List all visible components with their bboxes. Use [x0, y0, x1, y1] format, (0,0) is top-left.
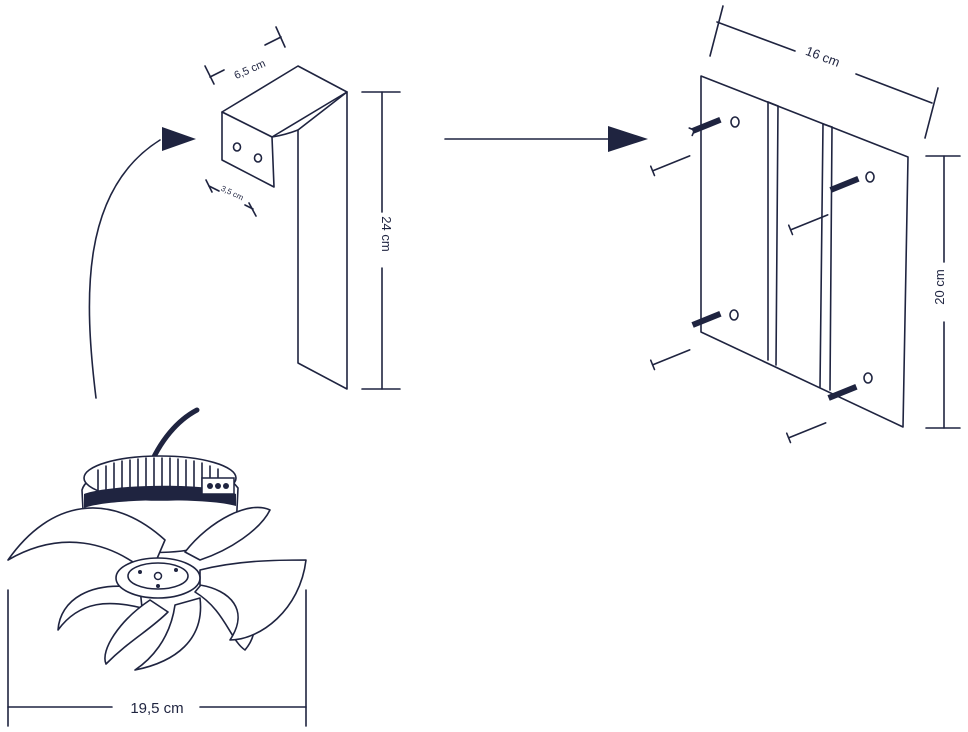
wall-plug — [691, 310, 722, 328]
dim-plate-height-label: 20 cm — [932, 269, 947, 304]
fan-blade — [57, 585, 143, 631]
fan-blade — [7, 507, 166, 576]
plate-hole — [730, 116, 740, 128]
straight-arrow — [444, 126, 648, 152]
fan-connector — [201, 477, 235, 495]
fan-blade — [184, 506, 271, 561]
screw — [651, 155, 691, 172]
curved-arrow-head — [162, 127, 196, 151]
mounting-plate: 16 cm 20 cm — [649, 5, 961, 444]
straight-arrow-head — [608, 126, 648, 152]
dim-bracket-top: 6,5 cm — [204, 26, 286, 85]
plate-hole — [865, 171, 875, 183]
screw-set — [649, 116, 722, 177]
screw-set — [787, 175, 860, 236]
fan-blades — [7, 506, 307, 671]
dim-bracket-height-label: 24 cm — [379, 216, 394, 251]
dim-bracket-top-label: 6,5 cm — [232, 58, 267, 82]
screw — [787, 422, 827, 439]
screw-set — [785, 383, 858, 444]
wall-plug — [827, 383, 858, 401]
bracket: 6,5 cm 3,5 cm 24 cm — [204, 26, 401, 390]
dim-fan-width-label: 19,5 cm — [130, 700, 183, 717]
plate-hole — [729, 309, 739, 321]
fan: 19,5 cm — [7, 407, 307, 727]
bracket-hole — [232, 142, 242, 152]
fan-blade — [104, 599, 169, 665]
screw — [651, 349, 691, 366]
dim-plate-height: 20 cm — [925, 155, 961, 429]
wall-plug — [829, 175, 860, 193]
fan-band — [84, 485, 236, 508]
curved-arrow — [88, 127, 196, 399]
dim-bracket-tab-label: 3,5 cm — [219, 184, 245, 203]
dim-bracket-height: 24 cm — [361, 91, 401, 390]
wall-plug — [691, 116, 722, 134]
dim-fan-width: 19,5 cm — [7, 589, 307, 727]
dim-bracket-tab: 3,5 cm — [205, 179, 257, 217]
dim-plate-width-label: 16 cm — [804, 43, 842, 70]
plate-hole — [863, 372, 873, 384]
fan-blade — [134, 597, 202, 671]
fan-blade — [199, 559, 307, 641]
screw — [789, 214, 829, 231]
screw-set — [649, 310, 722, 371]
bracket-hole — [253, 153, 263, 163]
